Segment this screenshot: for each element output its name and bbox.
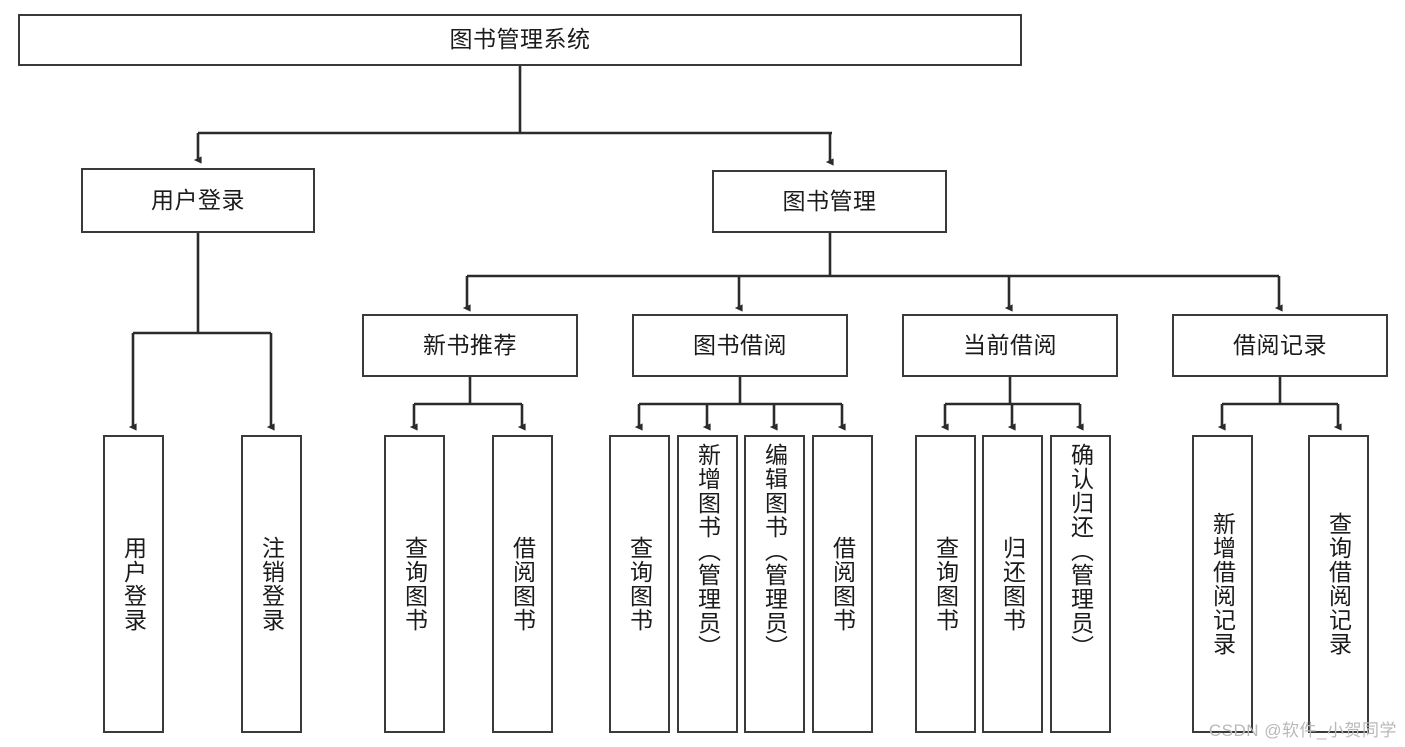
leaf-current-query-book[interactable]: 查询图书: [915, 435, 976, 733]
node-label: 注销登录: [258, 536, 285, 632]
node-label: 借阅图书: [509, 536, 536, 632]
node-label: 查询借阅记录: [1325, 512, 1352, 656]
node-current-borrow[interactable]: 当前借阅: [902, 314, 1118, 377]
node-label: 查询图书: [932, 536, 959, 632]
node-new-book-recommend[interactable]: 新书推荐: [362, 314, 578, 377]
node-label: 当前借阅: [963, 331, 1057, 358]
node-label: 查询图书: [401, 536, 428, 632]
leaf-borrow-add-book-admin[interactable]: 新增图书（管理员）: [677, 435, 738, 733]
node-label: 新增借阅记录: [1209, 512, 1236, 656]
node-label: 借阅图书: [829, 536, 856, 632]
node-label: 借阅记录: [1233, 331, 1327, 358]
node-book-borrow[interactable]: 图书借阅: [632, 314, 848, 377]
node-label: 图书管理系统: [449, 26, 591, 53]
node-label: 编辑图书（管理员）: [761, 443, 788, 659]
node-label: 新增图书（管理员）: [694, 443, 721, 659]
node-label: 图书管理: [782, 187, 877, 214]
node-label: 新书推荐: [423, 331, 517, 358]
leaf-current-return-book[interactable]: 归还图书: [982, 435, 1043, 733]
leaf-record-query-record[interactable]: 查询借阅记录: [1308, 435, 1369, 733]
node-root-book-management-system[interactable]: 图书管理系统: [18, 14, 1022, 66]
node-borrow-record[interactable]: 借阅记录: [1172, 314, 1388, 377]
node-label: 图书借阅: [693, 331, 787, 358]
leaf-recommend-borrow-book[interactable]: 借阅图书: [492, 435, 553, 733]
node-label: 确认归还（管理员）: [1067, 443, 1094, 659]
leaf-user-login-signin[interactable]: 用户登录: [103, 435, 164, 733]
node-label: 用户登录: [151, 186, 245, 213]
leaf-borrow-edit-book-admin[interactable]: 编辑图书（管理员）: [744, 435, 805, 733]
leaf-borrow-borrow-book[interactable]: 借阅图书: [812, 435, 873, 733]
node-label: 查询图书: [626, 536, 653, 632]
watermark: CSDN @软件_小贺同学: [1208, 721, 1397, 740]
leaf-borrow-query-book[interactable]: 查询图书: [609, 435, 670, 733]
node-book-management[interactable]: 图书管理: [712, 170, 947, 233]
node-label: 用户登录: [120, 536, 147, 632]
leaf-record-add-record[interactable]: 新增借阅记录: [1192, 435, 1253, 733]
leaf-recommend-query-book[interactable]: 查询图书: [384, 435, 445, 733]
node-user-login[interactable]: 用户登录: [81, 168, 315, 233]
leaf-current-confirm-return-admin[interactable]: 确认归还（管理员）: [1050, 435, 1111, 733]
node-label: 归还图书: [999, 536, 1026, 632]
leaf-user-login-signout[interactable]: 注销登录: [241, 435, 302, 733]
